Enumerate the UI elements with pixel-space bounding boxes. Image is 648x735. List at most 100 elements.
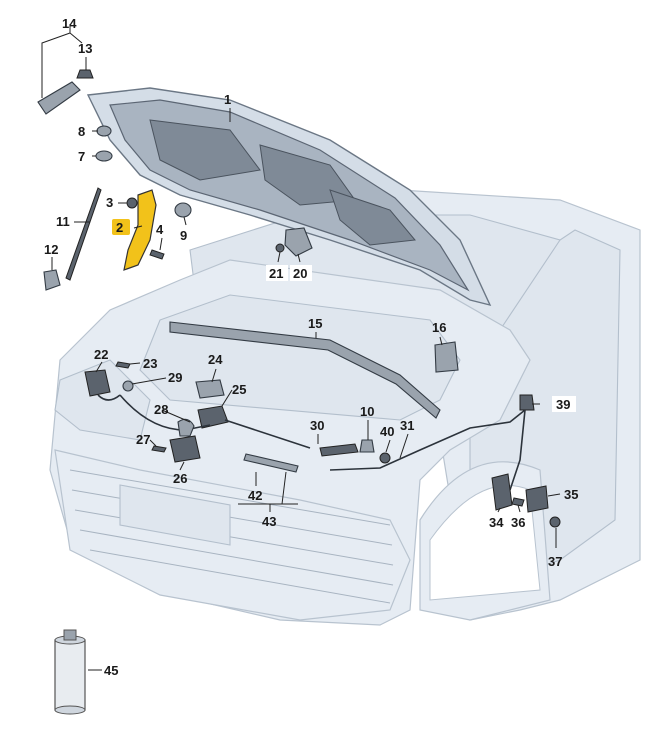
- svg-text:34: 34: [489, 515, 504, 530]
- svg-text:25: 25: [232, 382, 246, 397]
- callout-12: 12: [44, 242, 58, 257]
- callout-34: 34: [486, 514, 508, 530]
- svg-text:21: 21: [269, 266, 283, 281]
- license-plate-area: [119, 484, 231, 546]
- part-4-bolt: [149, 249, 165, 260]
- svg-text:43: 43: [262, 514, 276, 529]
- callout-9: 9: [180, 228, 187, 243]
- callout-21: 21: [266, 265, 288, 281]
- part-14-trim-strip: [37, 81, 81, 115]
- svg-text:45: 45: [104, 663, 118, 678]
- svg-text:4: 4: [156, 222, 164, 237]
- callout-42: 42: [248, 488, 262, 503]
- part-10-grommet: [359, 439, 375, 453]
- callout-35: 35: [564, 487, 578, 502]
- callout-39: 39: [552, 396, 576, 412]
- callout-13: 13: [78, 41, 92, 56]
- part-21-bolt: [275, 243, 285, 253]
- callout-29: 29: [168, 370, 182, 385]
- part-7-buffer: [95, 150, 113, 162]
- callout-37: 37: [548, 554, 562, 569]
- svg-text:42: 42: [248, 488, 262, 503]
- callout-7: 7: [78, 149, 85, 164]
- svg-text:30: 30: [310, 418, 324, 433]
- svg-text:15: 15: [308, 316, 322, 331]
- part-31-release-cable: [329, 409, 526, 471]
- part-12-ball-stud: [43, 269, 61, 291]
- svg-text:9: 9: [180, 228, 187, 243]
- svg-text:14: 14: [62, 16, 77, 31]
- callout-30: 30: [310, 418, 324, 433]
- part-40-clip: [379, 452, 391, 464]
- svg-text:28: 28: [154, 402, 168, 417]
- callout-3: 3: [106, 195, 113, 210]
- callout-11: 11: [56, 214, 70, 229]
- part-22-lock: [84, 369, 111, 397]
- part-20-striker: [284, 227, 313, 257]
- svg-text:13: 13: [78, 41, 92, 56]
- svg-text:40: 40: [380, 424, 394, 439]
- svg-text:31: 31: [400, 418, 414, 433]
- part-42-foam-strip: [243, 453, 299, 473]
- part-15-seal-strip: [169, 321, 441, 419]
- part-37-clip: [549, 516, 561, 528]
- svg-text:3: 3: [106, 195, 113, 210]
- svg-text:7: 7: [78, 149, 85, 164]
- svg-text:24: 24: [208, 352, 223, 367]
- svg-text:2: 2: [116, 220, 123, 235]
- svg-text:10: 10: [360, 404, 374, 419]
- svg-text:29: 29: [168, 370, 182, 385]
- part-11-gas-strut: [65, 187, 102, 281]
- hood: [86, 87, 492, 307]
- svg-text:37: 37: [548, 554, 562, 569]
- callout-26: 26: [173, 471, 187, 486]
- callout-36: 36: [508, 514, 530, 530]
- callout-15: 15: [308, 316, 322, 331]
- svg-text:12: 12: [44, 242, 58, 257]
- svg-text:16: 16: [432, 320, 446, 335]
- svg-text:8: 8: [78, 124, 85, 139]
- svg-text:11: 11: [56, 214, 70, 229]
- callout-4: 4: [156, 222, 164, 237]
- svg-text:35: 35: [564, 487, 578, 502]
- part-16-bracket: [434, 341, 459, 373]
- car-body: [49, 189, 641, 626]
- part-30-cable: [224, 419, 311, 449]
- callout-27: 27: [136, 432, 150, 447]
- part-9-seal: [174, 202, 192, 218]
- part-8-buffer: [96, 125, 112, 137]
- callout-22: 22: [94, 347, 108, 362]
- part-24-cover: [195, 379, 225, 399]
- part-3-nut: [126, 197, 138, 209]
- svg-text:23: 23: [143, 356, 157, 371]
- leader-lines: [41, 24, 561, 671]
- callout-14: 14: [62, 16, 77, 31]
- callout-40: 40: [380, 424, 394, 439]
- svg-text:20: 20: [293, 266, 307, 281]
- callout-25: 25: [232, 382, 246, 397]
- callout-10: 10: [360, 404, 374, 419]
- callout-31: 31: [400, 418, 414, 433]
- callout-45: 45: [104, 663, 118, 678]
- part-29-grommet: [122, 380, 134, 392]
- svg-text:36: 36: [511, 515, 525, 530]
- svg-text:22: 22: [94, 347, 108, 362]
- callout-20: 20: [290, 265, 312, 281]
- part-36-bolt: [511, 497, 525, 507]
- part-35-bracket: [525, 485, 549, 513]
- callout-28: 28: [154, 402, 168, 417]
- callout-23: 23: [143, 356, 157, 371]
- part-2-hinge: [123, 189, 157, 271]
- svg-text:27: 27: [136, 432, 150, 447]
- callout-8: 8: [78, 124, 85, 139]
- svg-text:39: 39: [556, 397, 570, 412]
- callout-2: 2: [112, 219, 130, 235]
- part-45-aerosol-can: [54, 629, 86, 715]
- svg-text:1: 1: [224, 92, 231, 107]
- callout-labels: 1 2 3 4 7 8 9 10 11 12 13 14 15 16 20 21…: [44, 16, 578, 678]
- part-25-lock-mechanism: [197, 405, 229, 429]
- part-26-lower-lock: [169, 435, 201, 463]
- callout-43: 43: [262, 514, 276, 529]
- callout-24: 24: [208, 352, 223, 367]
- callout-1: 1: [224, 92, 231, 107]
